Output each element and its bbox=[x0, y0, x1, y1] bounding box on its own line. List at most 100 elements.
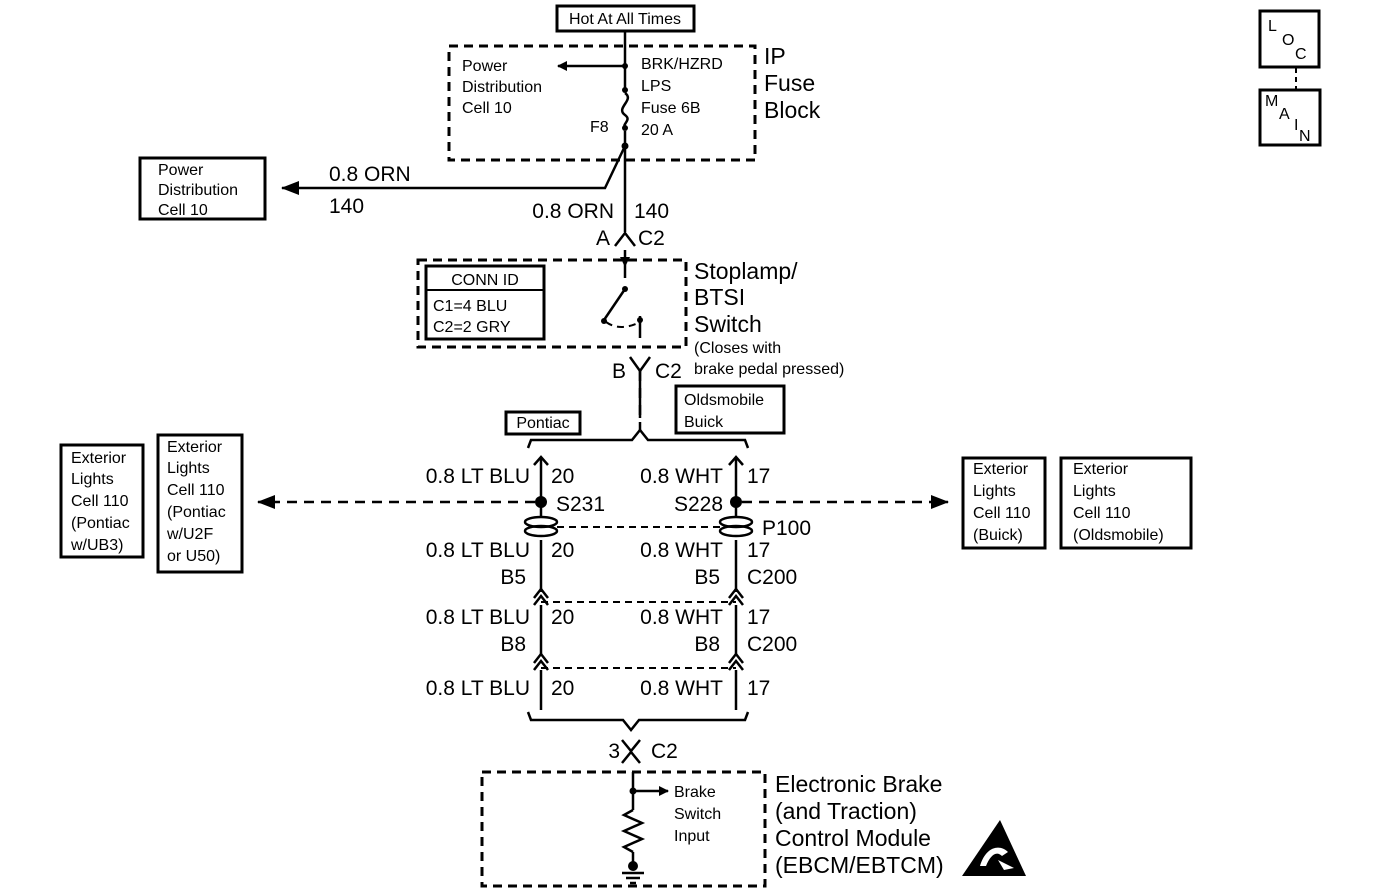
svg-text:LPS: LPS bbox=[641, 78, 671, 95]
svg-text:Exterior: Exterior bbox=[973, 461, 1029, 478]
ebcm-title-4: (EBCM/EBTCM) bbox=[775, 852, 944, 878]
oldsmobile-buick-label: Oldsmobile Buick bbox=[674, 384, 786, 435]
wht-circuit-3: 17 bbox=[747, 606, 770, 629]
pulldown-resistor bbox=[620, 808, 646, 854]
exterior-lights-pontiac-u2f-box: Exterior Lights Cell 110 (Pontiac w/U2F … bbox=[156, 433, 244, 574]
ltblu-gauge-3: 0.8 LT BLU bbox=[426, 606, 530, 629]
svg-text:Lights: Lights bbox=[1073, 483, 1116, 500]
connector-c200-b-label: C200 bbox=[747, 633, 797, 656]
exterior-lights-buick-box: Exterior Lights Cell 110 (Buick) bbox=[961, 456, 1047, 550]
ebcm-module-box bbox=[480, 770, 767, 888]
svg-text:Block: Block bbox=[764, 97, 821, 123]
svg-text:Fuse 6B: Fuse 6B bbox=[641, 100, 701, 117]
left-circuit-wires bbox=[533, 455, 549, 710]
svg-text:Pontiac: Pontiac bbox=[516, 415, 569, 432]
wht-pin-b5: B5 bbox=[694, 566, 720, 589]
ebcm-title-2: (and Traction) bbox=[775, 798, 917, 824]
option-bracket-top bbox=[526, 427, 750, 449]
switch-travel bbox=[605, 321, 641, 328]
ebcm-title-3: Control Module bbox=[775, 825, 931, 851]
stoplamp-note-2: brake pedal pressed) bbox=[694, 361, 844, 378]
splice-s228 bbox=[730, 496, 742, 508]
connector-3-top bbox=[621, 739, 641, 753]
svg-text:Hot At All Times: Hot At All Times bbox=[569, 11, 681, 28]
svg-text:Oldsmobile: Oldsmobile bbox=[684, 392, 764, 409]
orn-branch-wire bbox=[281, 145, 627, 195]
exterior-lights-pontiac-ub3-box: Exterior Lights Cell 110 (Pontiac w/UB3) bbox=[59, 443, 145, 559]
splice-pack-right bbox=[718, 515, 754, 538]
svg-text:Power: Power bbox=[158, 162, 204, 179]
svg-text:Distribution: Distribution bbox=[158, 182, 238, 199]
svg-text:F8: F8 bbox=[590, 119, 609, 136]
svg-text:A: A bbox=[1279, 106, 1290, 123]
svg-text:BRK/HZRD: BRK/HZRD bbox=[641, 56, 723, 73]
svg-text:C: C bbox=[1295, 46, 1307, 63]
esd-warning-icon bbox=[962, 820, 1026, 876]
svg-text:(Pontiac: (Pontiac bbox=[71, 515, 130, 532]
svg-text:CONN ID: CONN ID bbox=[451, 272, 519, 289]
svg-text:L: L bbox=[1268, 18, 1277, 35]
svg-text:Buick: Buick bbox=[684, 414, 724, 431]
svg-text:Lights: Lights bbox=[167, 460, 210, 477]
connector-p100-label: P100 bbox=[762, 517, 811, 540]
exterior-lights-oldsmobile-box: Exterior Lights Cell 110 (Oldsmobile) bbox=[1059, 456, 1193, 550]
connector-a-conn: C2 bbox=[638, 227, 665, 250]
svg-text:O: O bbox=[1282, 32, 1294, 49]
svg-text:M: M bbox=[1265, 93, 1278, 110]
splice-s231 bbox=[535, 496, 547, 508]
stoplamp-title-3: Switch bbox=[694, 311, 762, 337]
ltblu-gauge-1: 0.8 LT BLU bbox=[426, 465, 530, 488]
svg-text:Lights: Lights bbox=[71, 471, 114, 488]
ground-symbol bbox=[622, 861, 644, 885]
splice-s231-label: S231 bbox=[556, 493, 605, 516]
power-distribution-cell-10-box: Power Distribution Cell 10 bbox=[138, 156, 267, 221]
orn-main-gauge: 0.8 ORN bbox=[532, 200, 614, 223]
svg-text:C1=4 BLU: C1=4 BLU bbox=[433, 298, 507, 315]
hot-at-all-times-label: Hot At All Times bbox=[555, 4, 696, 33]
connector-b-symbol bbox=[628, 356, 652, 374]
ltblu-pin-b5: B5 bbox=[500, 566, 526, 589]
svg-text:Lights: Lights bbox=[973, 483, 1016, 500]
stoplamp-title-2: BTSI bbox=[694, 284, 745, 310]
svg-text:Distribution: Distribution bbox=[462, 79, 542, 96]
wht-gauge-2: 0.8 WHT bbox=[640, 539, 723, 562]
main-legend-box: M A I N bbox=[1258, 88, 1322, 147]
svg-text:Cell 110: Cell 110 bbox=[167, 482, 225, 499]
wht-circuit-2: 17 bbox=[747, 539, 770, 562]
connector-a-pin: A bbox=[596, 227, 610, 250]
svg-text:N: N bbox=[1299, 128, 1311, 145]
switch-blade bbox=[602, 288, 627, 321]
svg-text:(Buick): (Buick) bbox=[973, 527, 1023, 544]
switch-pivot bbox=[601, 318, 607, 324]
svg-text:Exterior: Exterior bbox=[167, 439, 223, 456]
loc-legend-box: L O C bbox=[1258, 9, 1321, 69]
ltblu-circuit-2: 20 bbox=[551, 539, 574, 562]
wht-circuit-1: 17 bbox=[747, 465, 770, 488]
svg-text:Exterior: Exterior bbox=[1073, 461, 1129, 478]
ebcm-title-1: Electronic Brake bbox=[775, 771, 942, 797]
ltblu-circuit-4: 20 bbox=[551, 677, 574, 700]
pontiac-label: Pontiac bbox=[504, 410, 582, 436]
fuse-f8-symbol bbox=[620, 87, 630, 131]
ltblu-pin-b8: B8 bbox=[500, 633, 526, 656]
svg-text:I: I bbox=[1294, 117, 1298, 134]
connector-b-pin: B bbox=[612, 360, 626, 383]
orn-main-circuit: 140 bbox=[634, 200, 669, 223]
stoplamp-note-1: (Closes with bbox=[694, 340, 781, 357]
ltblu-circuit-3: 20 bbox=[551, 606, 574, 629]
stoplamp-switch-box: CONN ID C1=4 BLU C2=2 GRY bbox=[416, 258, 688, 349]
connector-3-bottom bbox=[621, 750, 641, 764]
option-bracket-bottom bbox=[526, 711, 750, 733]
svg-text:w/U2F: w/U2F bbox=[166, 526, 213, 543]
splice-pack-left bbox=[523, 515, 559, 538]
svg-text:C2=2 GRY: C2=2 GRY bbox=[433, 319, 511, 336]
svg-text:20 A: 20 A bbox=[641, 122, 673, 139]
svg-text:w/UB3): w/UB3) bbox=[70, 537, 123, 554]
ebcm-input-label-1: Brake bbox=[674, 784, 716, 801]
connector-c200-a-label: C200 bbox=[747, 566, 797, 589]
ltblu-gauge-4: 0.8 LT BLU bbox=[426, 677, 530, 700]
stoplamp-title-1: Stoplamp/ bbox=[694, 258, 798, 284]
splice-s228-label: S228 bbox=[674, 493, 723, 516]
wht-gauge-4: 0.8 WHT bbox=[640, 677, 723, 700]
svg-text:Cell 110: Cell 110 bbox=[1073, 505, 1131, 522]
